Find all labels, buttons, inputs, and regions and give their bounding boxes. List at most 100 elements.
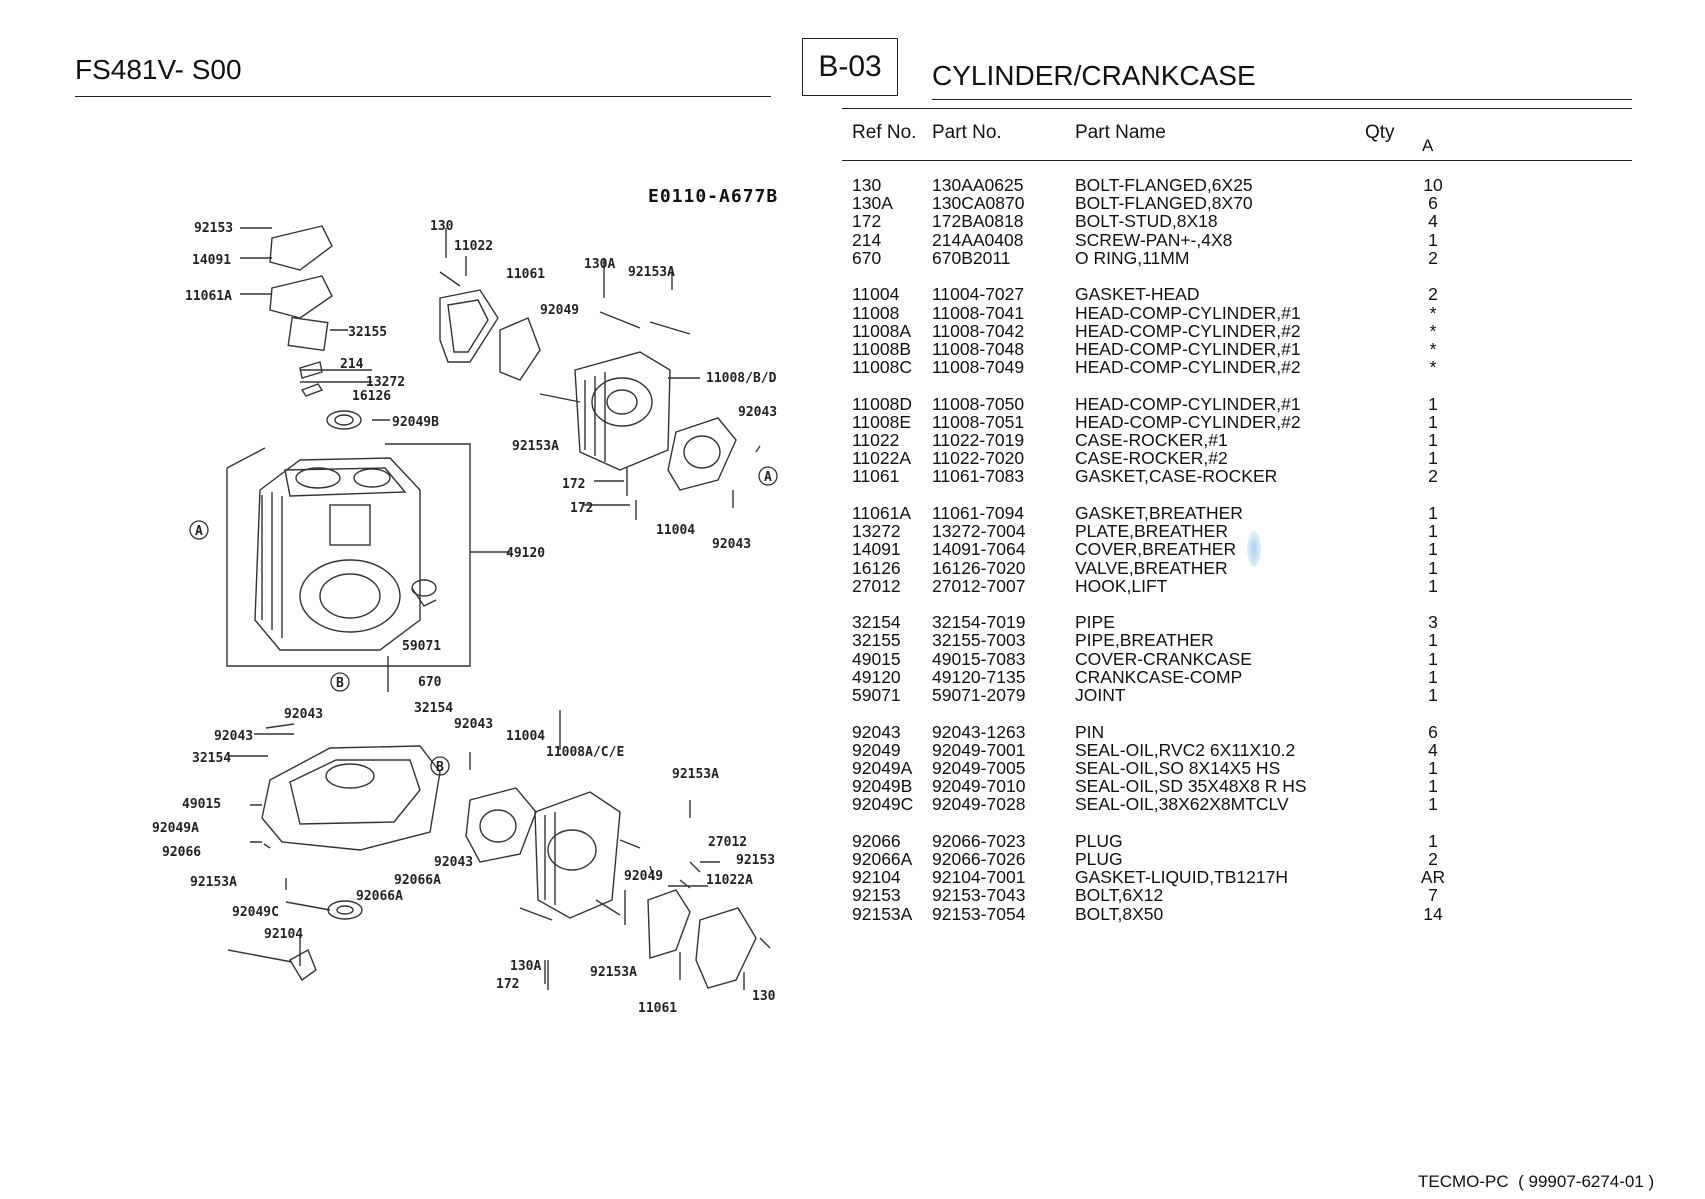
qty-cell: * (1429, 320, 1437, 341)
callout-label: 92066A (356, 889, 403, 904)
part-no-cell: 11008-7050 (932, 393, 1025, 414)
callout-label: 172 (570, 501, 593, 516)
callout-label: 11008A/C/E (546, 745, 624, 760)
col-header-qty: Qty (1365, 122, 1395, 143)
header-rule (75, 96, 771, 97)
qty-cell: 6 (1428, 193, 1438, 214)
ref-no-cell: 16126 (852, 557, 901, 578)
ref-no-cell: 59071 (852, 685, 901, 705)
callout-label: 214 (340, 357, 364, 372)
callout-label: 11022A (706, 873, 753, 888)
qty-cell: * (1429, 357, 1437, 378)
qty-cell: 1 (1428, 776, 1438, 797)
callout-label: 92043 (434, 855, 473, 870)
qty-cell: 4 (1428, 211, 1438, 232)
ref-no-cell: 92066A (852, 849, 913, 869)
callout-label: 92153A (590, 965, 637, 980)
ref-no-cell: 11004 (852, 284, 900, 305)
part-no-cell: 92049-7028 (932, 794, 1026, 815)
part-no-cell: 92066-7026 (932, 849, 1026, 869)
callout-label: 92153A (190, 875, 237, 890)
callout-label: 130 (430, 219, 454, 234)
callout-label: 11004 (656, 523, 695, 538)
callout-label: 92043 (738, 405, 777, 420)
callout-label: 11061A (185, 289, 232, 304)
qty-cell: 2 (1428, 849, 1438, 869)
part-name-cell: HEAD-COMP-CYLINDER,#2 (1075, 320, 1301, 341)
callout-marker: A (764, 470, 772, 485)
part-no-cell: 11008-7042 (932, 320, 1025, 341)
ref-no-cell: 92153 (852, 885, 901, 906)
part-name-cell: COVER-CRANKCASE (1075, 648, 1252, 669)
ref-no-cell: 670 (852, 247, 882, 268)
qty-cell: 1 (1428, 557, 1438, 578)
callout-label: 32154 (414, 701, 453, 716)
part-name-cell: SEAL-OIL,RVC2 6X11X10.2 (1075, 739, 1296, 760)
part-name-cell: HEAD-COMP-CYLINDER,#1 (1075, 302, 1301, 323)
callout-label: 92049B (392, 415, 439, 430)
callout-label: 130A (510, 959, 541, 974)
col-header-part: Part No. (932, 122, 1002, 143)
part-no-cell: 49015-7083 (932, 648, 1026, 669)
qty-cell: 1 (1428, 502, 1438, 523)
callout-label: 11022 (454, 239, 493, 254)
callout-label: 92043 (712, 537, 751, 552)
part-name-cell: GASKET,BREATHER (1075, 502, 1243, 523)
ref-no-cell: 11022A (852, 448, 912, 469)
part-no-cell: 32155-7003 (932, 630, 1026, 651)
callout-label: 92153A (628, 265, 675, 280)
part-no-cell: 11061-7094 (932, 502, 1025, 523)
ref-no-cell: 92049C (852, 794, 914, 815)
part-name-cell: BOLT-FLANGED,8X70 (1075, 193, 1253, 214)
col-header-ref: Ref No. (852, 122, 917, 143)
title-rule (932, 99, 1632, 100)
part-no-cell: 11008-7041 (932, 302, 1025, 323)
qty-cell: 1 (1428, 229, 1438, 250)
section-code-box: B-03 (802, 38, 898, 96)
part-name-cell: PIPE,BREATHER (1075, 630, 1214, 651)
part-name-cell: JOINT (1075, 685, 1126, 705)
ref-no-cell: 92153A (852, 903, 913, 924)
part-no-cell: 130CA0870 (932, 193, 1025, 214)
ref-no-cell: 11008C (852, 357, 913, 378)
callout-label: 11008/B/D (706, 371, 777, 386)
part-name-cell: CASE-ROCKER,#1 (1075, 430, 1228, 450)
ref-no-cell: 214 (852, 229, 882, 250)
part-no-cell: 92049-7005 (932, 757, 1026, 778)
qty-cell: 1 (1428, 521, 1438, 542)
ref-no-cell: 32154 (852, 612, 901, 633)
part-name-cell: O RING,11MM (1075, 247, 1190, 268)
ref-no-cell: 32155 (852, 630, 901, 651)
qty-cell: 4 (1428, 739, 1438, 760)
callout-label: 92049 (540, 303, 579, 318)
callout-label: 16126 (352, 389, 391, 404)
callout-label: 172 (562, 477, 585, 492)
part-name-cell: BOLT-STUD,8X18 (1075, 211, 1218, 232)
callout-label: 130A (584, 257, 615, 272)
part-no-cell: 92043-1263 (932, 721, 1026, 742)
ref-no-cell: 172 (852, 211, 882, 232)
part-no-cell: 92153-7054 (932, 903, 1026, 924)
callout-label: 11061 (638, 1001, 677, 1016)
part-name-cell: CRANKCASE-COMP (1075, 666, 1243, 687)
ref-no-cell: 11061A (852, 502, 912, 523)
qty-cell: 2 (1428, 466, 1438, 487)
callout-label: 32155 (348, 325, 387, 340)
callout-label: 11061 (506, 267, 545, 282)
